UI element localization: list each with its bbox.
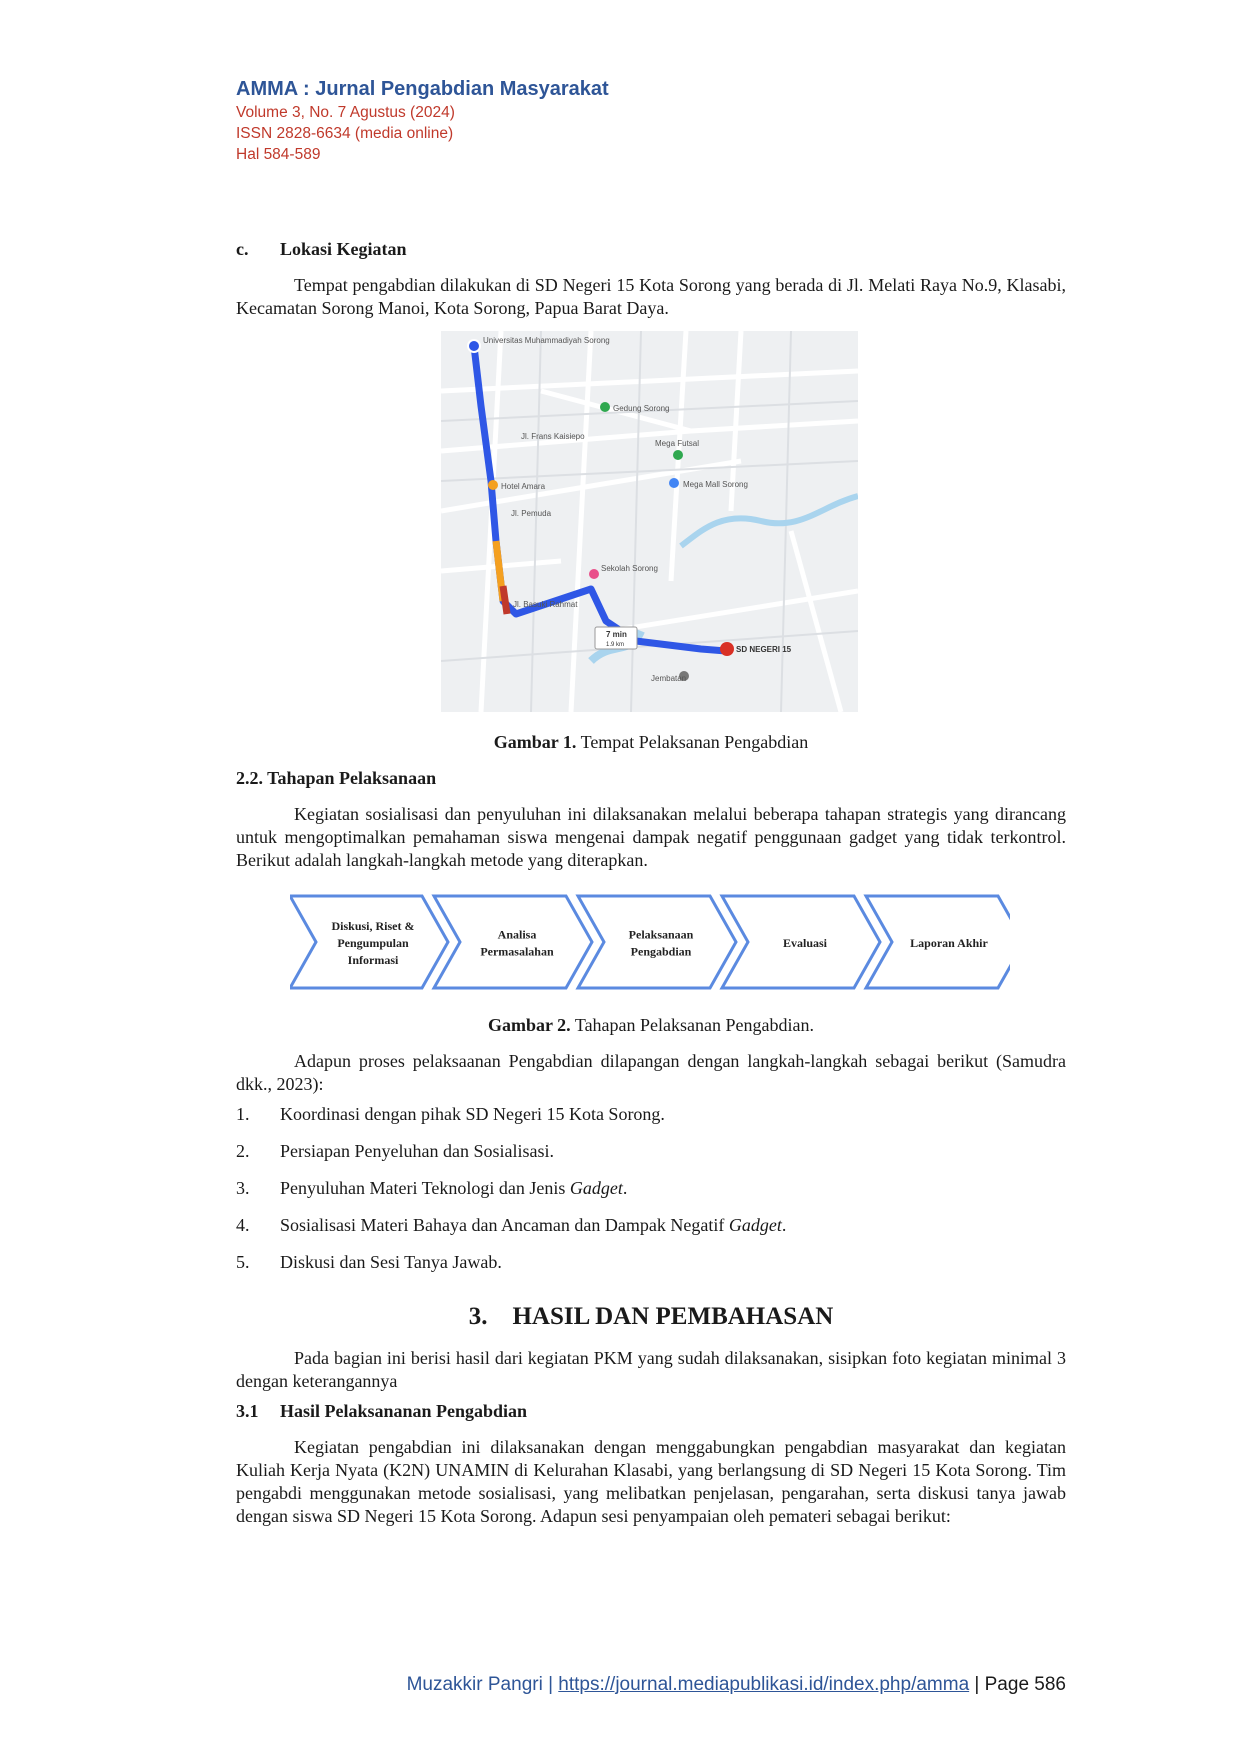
route-distance: 1.9 km [606,642,624,648]
paragraph: Adapun proses pelaksaanan Pengabdian dil… [236,1051,1066,1094]
list-number: 1. [236,1104,250,1124]
section-lokasi: c. Lokasi Kegiatan Tempat pengabdian dil… [236,238,1066,320]
flow-step-label: Pengabdian [631,945,692,959]
list-text: Diskusi dan Sesi Tanya Jawab. [280,1252,502,1272]
section-3-title: 3. HASIL DAN PEMBAHASAN [468,1303,834,1330]
list-item: 3. Penyuluhan Materi Teknologi dan Jenis… [236,1177,1066,1214]
paragraph: Tempat pengabdian dilakukan di SD Negeri… [236,275,1066,318]
figure1-caption: Gambar 1. Tempat Pelaksanan Pengabdian [236,731,1066,754]
journal-header: AMMA : Jurnal Pengabdian Masyarakat Volu… [236,76,609,165]
section-label: c. [236,239,249,259]
list-text: Penyuluhan Materi Teknologi dan Jenis [280,1178,570,1198]
section-heading: c. Lokasi Kegiatan [236,238,1066,261]
steps-list: 1. Koordinasi dengan pihak SD Negeri 15 … [236,1103,1066,1288]
map-place-label: Mega Mall Sorong [683,480,748,489]
list-number: 2. [236,1141,250,1161]
list-emphasis: Gadget [728,1215,782,1235]
figure2-caption: Gambar 2. Tahapan Pelaksanan Pengabdian. [236,1014,1066,1037]
route-map-image: Universitas Muhammadiyah Sorong SD NEGER… [441,331,858,712]
journal-volume: Volume 3, No. 7 Agustus (2024) [236,104,455,121]
steps-intro: Adapun proses pelaksaanan Pengabdian dil… [236,1050,1066,1096]
map-place-label: Sekolah Sorong [601,564,658,573]
flow-chevron [863,894,1010,990]
section-heading: 3.1 Hasil Pelaksananan Pengabdian [236,1400,1066,1423]
section-number: 3.1 [236,1401,259,1421]
flow-step-label: Laporan Akhir [910,936,988,950]
map-place-label: Mega Futsal [655,439,699,448]
list-tail: . [781,1215,787,1235]
flow-step-label: Pelaksanaan [629,928,694,942]
flow-chevron [290,894,450,990]
list-text: Sosialisasi Materi Bahaya dan Ancaman da… [280,1215,729,1235]
section-title: Lokasi Kegiatan [280,239,407,259]
flow-step: Laporan Akhir [863,894,1010,990]
figure-text: Tempat Pelaksanan Pengabdian [576,732,809,752]
journal-issn: ISSN 2828-6634 (media online) [236,125,454,142]
figure-label: Gambar 2. [487,1015,571,1035]
page-footer: Muzakkir Pangri | https://journal.mediap… [407,1674,1066,1696]
flow-step-label: Pengumpulan [337,936,409,950]
section-tahapan: 2.2. Tahapan Pelaksanaan Kegiatan sosial… [236,767,1066,872]
paragraph: Pada bagian ini berisi hasil dari kegiat… [236,1348,1066,1391]
journal-link[interactable]: https://journal.mediapublikasi.id/index.… [558,1674,970,1695]
map-place-label: Jl. Basuki Rahmat [513,600,578,609]
list-tail: . [622,1178,628,1198]
flow-chevron [575,894,738,990]
section-title: 2.2. Tahapan Pelaksanaan [236,768,437,788]
journal-pages: Hal 584-589 [236,146,321,163]
flow-step-label: Analisa [498,928,537,942]
flow-step-label: Evaluasi [783,936,828,950]
map-place-label: Jembatan [651,674,686,683]
map-place-label: Hotel Amara [501,482,546,491]
list-number: 3. [236,1178,250,1198]
list-emphasis: Gadget [569,1178,623,1198]
footer-author: Muzakkir Pangri | [406,1674,559,1695]
list-number: 5. [236,1252,250,1272]
list-item: 2. Persiapan Penyeluhan dan Sosialisasi. [236,1140,1066,1177]
page-number: | Page 586 [969,1674,1066,1695]
flow-step-label: Permasalahan [480,945,554,959]
journal-title: AMMA : Jurnal Pengabdian Masyarakat [236,78,609,100]
section-hasil: Pada bagian ini berisi hasil dari kegiat… [236,1347,1066,1393]
list-item: 5. Diskusi dan Sesi Tanya Jawab. [236,1251,1066,1288]
list-text: Koordinasi dengan pihak SD Negeri 15 Kot… [280,1104,665,1124]
list-item: 1. Koordinasi dengan pihak SD Negeri 15 … [236,1103,1066,1140]
list-item: 4. Sosialisasi Materi Bahaya dan Ancaman… [236,1214,1066,1251]
flow-chevron [431,894,594,990]
flow-chevron [719,894,882,990]
flow-step-label: Informasi [348,953,399,967]
route-time: 7 min [606,630,627,639]
section-hasil-pelaksanaan: 3.1 Hasil Pelaksananan Pengabdian Kegiat… [236,1400,1066,1528]
map-place-label: Gedung Sorong [613,404,670,413]
list-text: Persiapan Penyeluhan dan Sosialisasi. [280,1141,554,1161]
flow-step-label: Diskusi, Riset & [331,919,414,933]
map-place-label: Jl. Pemuda [511,509,552,518]
section-title: Hasil Pelaksananan Pengabdian [280,1401,528,1421]
list-number: 4. [236,1215,250,1235]
map-origin-label: Universitas Muhammadiyah Sorong [483,336,610,345]
map-place-label: Jl. Frans Kaisiepo [521,432,585,441]
paragraph: Kegiatan sosialisasi dan penyuluhan ini … [236,804,1066,870]
figure-label: Gambar 1. [493,732,577,752]
map-destination-label: SD NEGERI 15 [736,645,792,654]
paragraph: Kegiatan pengabdian ini dilaksanakan den… [236,1437,1066,1526]
flow-step: Evaluasi [719,894,882,990]
figure-text: Tahapan Pelaksanan Pengabdian. [570,1015,814,1035]
